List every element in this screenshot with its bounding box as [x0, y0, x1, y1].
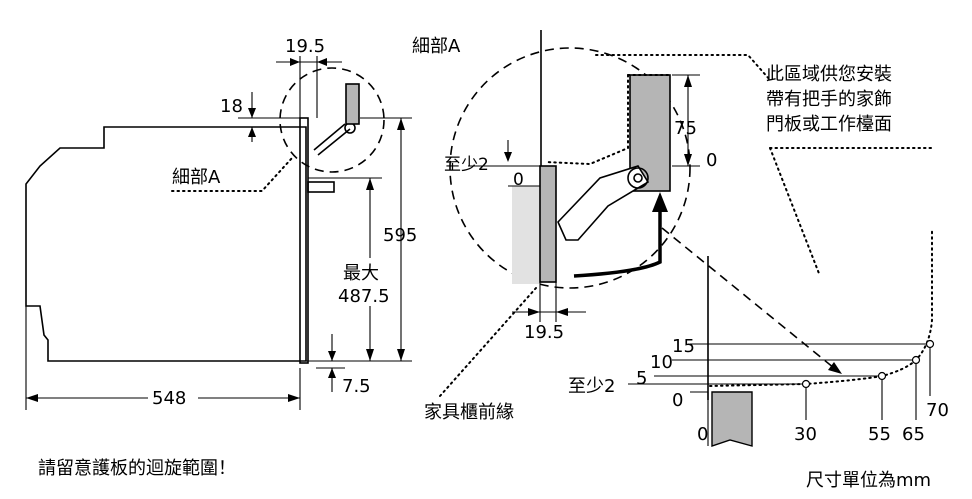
- gap-0: 0: [672, 390, 683, 411]
- arrow-595-top: [397, 118, 405, 130]
- arrow-487-top: [366, 178, 374, 190]
- footer-note: 請留意護板的迴旋範圍！: [38, 458, 236, 479]
- door-outline-dotted: [545, 74, 629, 166]
- arrow-7-5-top: [328, 351, 336, 361]
- dim-18: 18: [220, 96, 243, 117]
- dim-7-5: 7.5: [342, 376, 371, 397]
- arrow-548-left: [26, 394, 38, 402]
- swing-arrow: [573, 210, 662, 278]
- arrow-548-right: [288, 394, 300, 402]
- dist-65: 65: [902, 424, 925, 445]
- arrow-18-top: [248, 108, 256, 118]
- gap-10: 10: [650, 352, 673, 373]
- dist-0: 0: [697, 424, 708, 445]
- arrow-75-bottom: [684, 154, 692, 166]
- gap-min2: 至少2: [568, 376, 615, 397]
- detail-a-circle: [449, 47, 691, 289]
- door-panel-mini: [345, 83, 360, 125]
- handle-note-line2: 帶有把手的家飾: [766, 89, 892, 110]
- oven-front-panel-detail: [539, 165, 557, 283]
- appliance-body-shade: [512, 186, 540, 284]
- dist-55: 55: [868, 424, 891, 445]
- handle-note-line3: 門板或工作檯面: [766, 114, 892, 135]
- max-label: 最大: [343, 263, 379, 284]
- dim-75-zero: 0: [706, 150, 717, 171]
- arrow-min2: [504, 152, 512, 162]
- furniture-panel-block: [711, 391, 753, 447]
- door-hinge-mini: [313, 123, 351, 156]
- hinge-arm: [557, 165, 650, 241]
- swing-path-dashed: [661, 227, 835, 369]
- handle-note-line1: 此區域供您安裝: [766, 64, 892, 85]
- oven-knob: [307, 181, 335, 193]
- handle-note-leader-down: [769, 147, 821, 277]
- arrow-7-5-bottom: [328, 368, 336, 378]
- zero-detail: 0: [513, 170, 524, 190]
- front-edge-leader: [439, 287, 537, 397]
- handle-note-leader: [595, 54, 771, 81]
- arrow-19-5-detail-right: [556, 308, 568, 316]
- marker-55: [877, 371, 887, 381]
- swing-envelope-curve: [709, 227, 933, 387]
- dist-70: 70: [926, 400, 949, 421]
- detail-a-enlarged: 細部A 75 0 至少2 0: [412, 30, 933, 423]
- arrow-19-5-detail-left: [528, 308, 540, 316]
- dim-548: 548: [152, 388, 186, 409]
- swing-path-arrowhead: [828, 362, 842, 374]
- dim-595: 595: [383, 225, 417, 246]
- dim-19-5-top: 19.5: [285, 36, 325, 57]
- oven-body-outline: [25, 126, 307, 362]
- marker-30: [801, 379, 811, 389]
- clearance-chart: 15 10 5 至少2 0 0 30 55 65 70: [568, 227, 949, 447]
- dim-19-5-detail: 19.5: [524, 322, 564, 343]
- dist-30: 30: [794, 424, 817, 445]
- oven-front-panel: [299, 117, 309, 364]
- arrow-18-bottom: [248, 127, 256, 137]
- furniture-front-edge-label: 家具櫃前緣: [424, 402, 514, 423]
- detail-a-label-left: 細部A: [172, 167, 221, 188]
- hinge-pivot-inner: [633, 173, 643, 183]
- marker-70: [925, 339, 935, 349]
- arrow-75-top: [684, 75, 692, 87]
- max-value: 487.5: [338, 286, 390, 307]
- swing-arrow-head: [652, 192, 668, 212]
- marker-65: [911, 355, 921, 365]
- detail-a-leader-left: [171, 157, 293, 192]
- arrow-595-bottom: [397, 349, 405, 361]
- detail-a-circle-mini: [279, 67, 385, 173]
- arrow-19-5-right: [317, 58, 327, 66]
- units-note: 尺寸單位為mm: [806, 470, 931, 491]
- dim-75: 75: [674, 118, 697, 139]
- arrow-19-5-left: [290, 58, 300, 66]
- min2-detail: 至少2: [444, 155, 489, 175]
- gap-15: 15: [672, 336, 695, 357]
- detail-a-title: 細部A: [412, 36, 461, 57]
- hinge-pivot: [627, 167, 649, 189]
- gap-5: 5: [636, 368, 647, 389]
- oven-side-view: 19.5 18 細部A 595 最大 487.5 7.5: [25, 36, 417, 410]
- arrow-487-bottom: [366, 349, 374, 361]
